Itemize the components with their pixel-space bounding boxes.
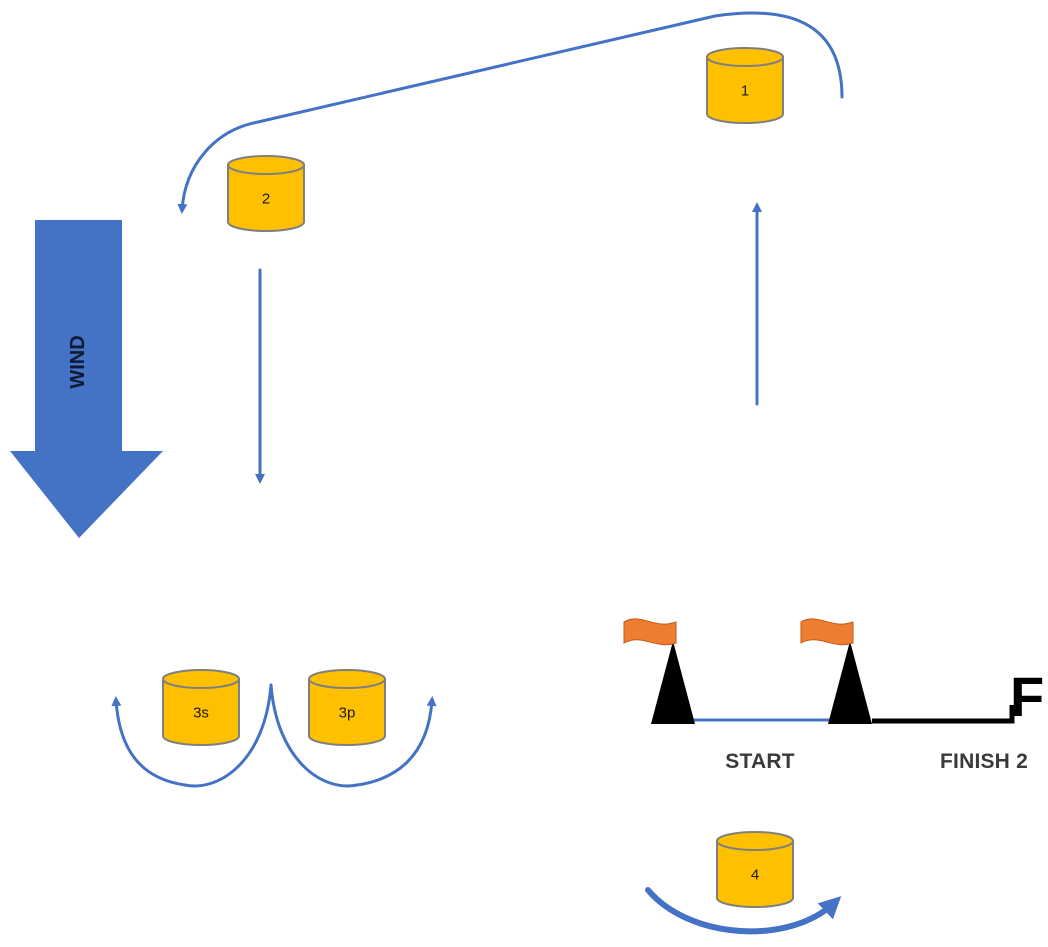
wind-label: WIND	[67, 335, 89, 388]
wind-arrow-icon: WIND	[10, 220, 163, 538]
black-cone-icon	[651, 641, 695, 724]
mark-2-buoy-icon: 2	[227, 155, 305, 232]
mark-3s-label: 3s	[193, 705, 209, 722]
finish-line	[872, 705, 1015, 724]
black-cone-icon	[828, 641, 872, 724]
mark-3p-label: 3p	[339, 705, 356, 722]
mark-4-buoy-icon: 4	[716, 831, 794, 908]
mark-3s-buoy-icon: 3s	[162, 669, 240, 746]
finish-label: FINISH 2	[940, 750, 1028, 773]
mark-2-label: 2	[262, 191, 270, 208]
start-label: START	[725, 750, 794, 773]
mark-4-rounding-arc	[645, 887, 842, 935]
mark-1-buoy-icon: 1	[706, 47, 784, 124]
orange-flag-icon	[800, 618, 854, 646]
orange-flag-icon	[623, 618, 677, 646]
finish-marker-glyph: F	[1010, 665, 1044, 728]
mark-1-label: 1	[741, 83, 749, 100]
mark-3p-buoy-icon: 3p	[308, 669, 386, 746]
start-pin-right	[800, 618, 872, 724]
course-leg-mark1-to-mark2	[177, 11, 844, 214]
gate-3s-rounding-arc	[111, 683, 273, 788]
mark-4-label: 4	[751, 867, 759, 884]
start-pin-left	[623, 618, 695, 724]
gate-3p-rounding-arc	[269, 683, 437, 788]
